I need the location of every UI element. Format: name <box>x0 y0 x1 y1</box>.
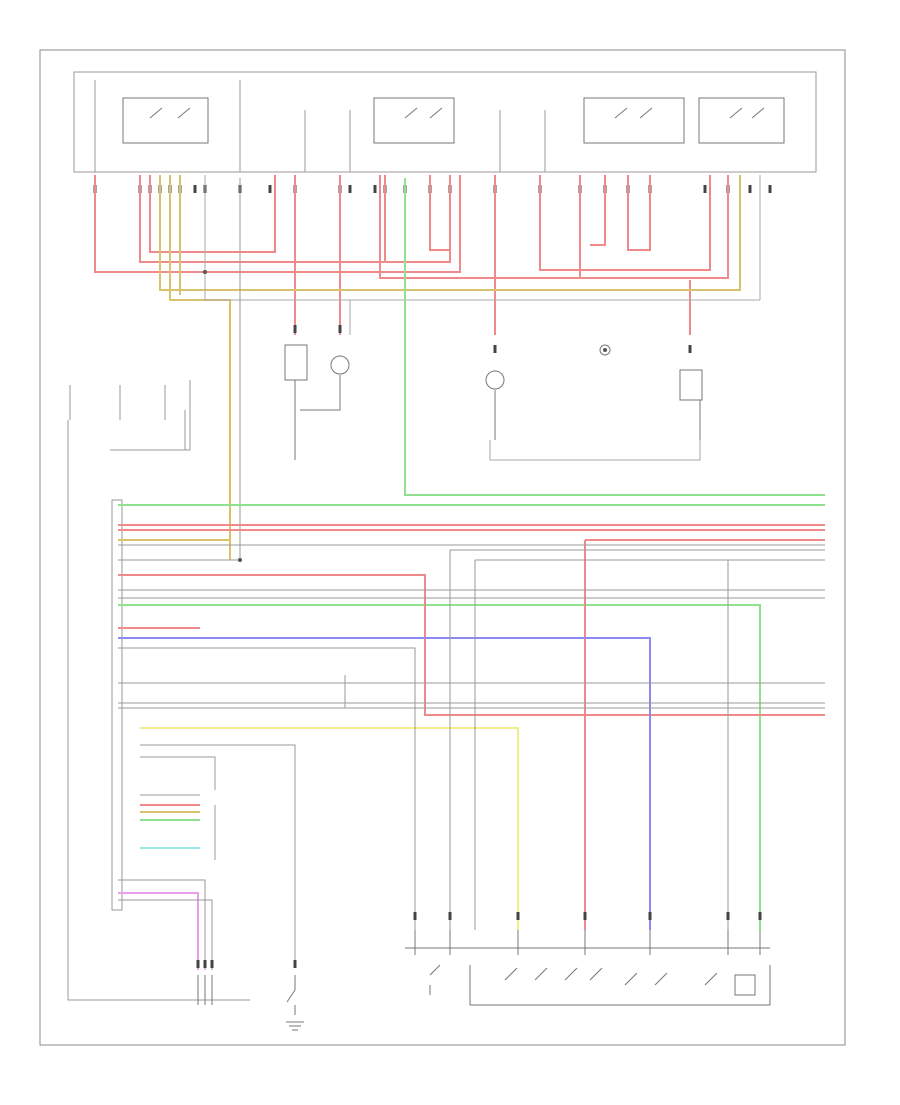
sensor-components <box>197 975 304 1031</box>
left-harness <box>67 178 250 1001</box>
ip-connector-block <box>111 499 123 911</box>
yellow-wires <box>118 539 230 813</box>
pink-wires <box>118 892 199 970</box>
relay-icon <box>284 344 308 381</box>
red-wires <box>118 524 825 930</box>
yellow-harness <box>159 175 741 560</box>
relay-icon <box>679 369 703 401</box>
relay-icon <box>122 97 209 144</box>
gray-lines-top <box>204 175 761 461</box>
lightyellow-wires <box>140 727 519 930</box>
red-harness-top <box>94 175 729 335</box>
switch-icon <box>429 964 441 995</box>
lamp-components <box>284 344 703 460</box>
relay-box-connectors <box>93 185 772 193</box>
lamp-icon <box>330 355 350 375</box>
diagram-frame <box>39 49 846 1046</box>
ground-icon <box>286 1021 304 1031</box>
relay-box <box>73 71 817 173</box>
blue-wires <box>118 637 651 930</box>
relay-icon <box>373 97 455 144</box>
switch-icon <box>624 972 668 986</box>
lamp-icon <box>599 344 611 356</box>
lamp-icon <box>485 370 505 390</box>
relay-icon <box>698 97 785 144</box>
gray-wires <box>118 544 825 970</box>
switch-icon <box>286 975 296 1015</box>
bottom-connectors <box>196 325 762 968</box>
switch-icon <box>704 972 756 996</box>
switch-icon <box>564 967 603 981</box>
headlight-switch-assembly <box>405 930 771 1006</box>
green-wires <box>118 178 825 930</box>
junction-dots <box>203 270 607 562</box>
relay-icon <box>583 97 685 144</box>
switch-icon <box>504 967 548 981</box>
